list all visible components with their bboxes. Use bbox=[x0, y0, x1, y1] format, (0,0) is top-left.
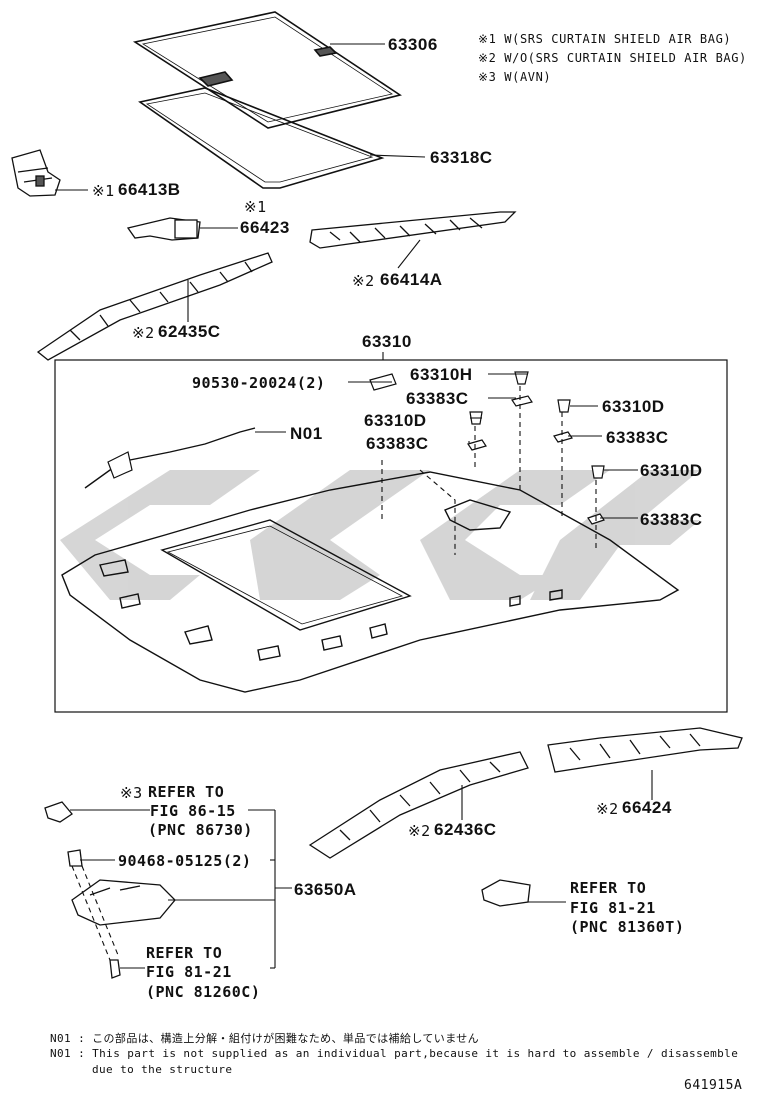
refer-text: REFER TO bbox=[146, 944, 223, 962]
part-label-66424[interactable]: 66424 bbox=[622, 798, 672, 817]
map-lamp-63650a bbox=[44, 801, 176, 979]
clips bbox=[369, 371, 605, 525]
part-label-n01[interactable]: N01 bbox=[290, 424, 323, 443]
refer-link[interactable]: FIG 86-15 bbox=[150, 802, 236, 820]
part-label-63383c[interactable]: 63383C bbox=[366, 434, 429, 453]
part-mark: ※2 bbox=[132, 324, 155, 342]
legend-item: ※1 W(SRS CURTAIN SHIELD AIR BAG) bbox=[478, 32, 732, 46]
garnish-66414a bbox=[309, 211, 517, 249]
part-label-63383c[interactable]: 63383C bbox=[606, 428, 669, 447]
part-mark: ※2 bbox=[408, 822, 431, 840]
clip-66423 bbox=[126, 217, 201, 241]
part-label-63383c[interactable]: 63383C bbox=[406, 389, 469, 408]
lower-leaders bbox=[70, 770, 653, 969]
part-label-66413b[interactable]: 66413B bbox=[118, 180, 181, 199]
part-label-63310h[interactable]: 63310H bbox=[410, 365, 473, 384]
leader-lines bbox=[55, 43, 638, 555]
part-label-66414a[interactable]: 66414A bbox=[380, 270, 443, 289]
garnish-66424 bbox=[547, 727, 743, 773]
part-label-66423[interactable]: 66423 bbox=[240, 218, 290, 237]
headliner-frame bbox=[54, 359, 728, 713]
part-label-63650a[interactable]: 63650A bbox=[294, 880, 357, 899]
figure-code: 641915A bbox=[684, 1078, 743, 1093]
garnish-62435c bbox=[36, 252, 273, 361]
part-label-62436c[interactable]: 62436C bbox=[434, 820, 497, 839]
garnish-62436c bbox=[308, 751, 529, 859]
refer-link[interactable]: FIG 81-21 bbox=[146, 963, 232, 981]
part-label-63310[interactable]: 63310 bbox=[362, 332, 412, 351]
refer-pnc: (PNC 81260C) bbox=[146, 983, 261, 1001]
part-mark: ※1 bbox=[244, 198, 267, 216]
note-japanese: N01 : この部品は、構造上分解・組付けが困難なため、単品では補給していません bbox=[50, 1032, 480, 1045]
headliner bbox=[61, 471, 680, 693]
refer-link[interactable]: FIG 81-21 bbox=[570, 899, 656, 917]
part-mark: ※2 bbox=[596, 800, 619, 818]
part-label-63318c[interactable]: 63318C bbox=[430, 148, 493, 167]
part-mark: ※3 bbox=[120, 784, 143, 802]
part-label-63310d[interactable]: 63310D bbox=[602, 397, 665, 416]
part-label-63306[interactable]: 63306 bbox=[388, 35, 438, 54]
part-label-63383c[interactable]: 63383C bbox=[640, 510, 703, 529]
part-label-63310d[interactable]: 63310D bbox=[640, 461, 703, 480]
note-english: N01 : This part is not supplied as an in… bbox=[50, 1047, 739, 1060]
part-label-90468[interactable]: 90468-05125(2) bbox=[118, 852, 252, 870]
part-label-90530[interactable]: 90530-20024(2) bbox=[192, 374, 326, 392]
note-english-cont: due to the structure bbox=[92, 1063, 233, 1076]
part-label-62435c[interactable]: 62435C bbox=[158, 322, 221, 341]
lamp-81360t bbox=[481, 879, 531, 907]
part-mark: ※1 bbox=[92, 182, 115, 200]
refer-text: REFER TO bbox=[148, 783, 225, 801]
refer-pnc: (PNC 81360T) bbox=[570, 918, 685, 936]
bracket-66413b bbox=[11, 149, 61, 197]
refer-text: REFER TO bbox=[570, 879, 647, 897]
wire-harness bbox=[84, 427, 256, 489]
part-mark: ※2 bbox=[352, 272, 375, 290]
legend-item: ※3 W(AVN) bbox=[478, 70, 552, 84]
legend-item: ※2 W/O(SRS CURTAIN SHIELD AIR BAG) bbox=[478, 51, 747, 65]
part-label-63310d[interactable]: 63310D bbox=[364, 411, 427, 430]
refer-pnc: (PNC 86730) bbox=[148, 821, 253, 839]
sunroof-seal bbox=[138, 87, 385, 189]
sunroof-panel bbox=[132, 11, 402, 129]
